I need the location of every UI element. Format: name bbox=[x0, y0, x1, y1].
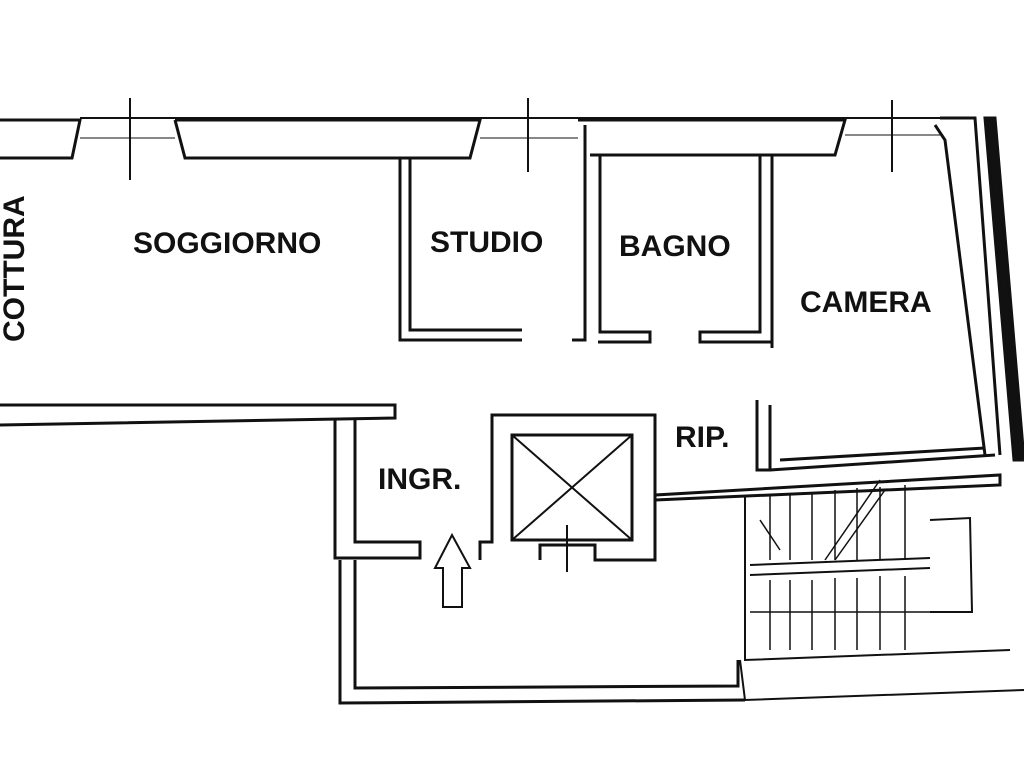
right-wall bbox=[769, 116, 1024, 472]
room-label-cottura: COTTURA bbox=[0, 195, 31, 342]
bagno-walls bbox=[572, 125, 774, 348]
landing-outline bbox=[338, 560, 746, 705]
room-label-ripostiglio: RIP. bbox=[675, 421, 730, 454]
room-label-bagno: BAGNO bbox=[619, 230, 731, 263]
corridor-wall bbox=[0, 403, 422, 560]
top-wall bbox=[0, 98, 940, 180]
studio-walls bbox=[398, 158, 522, 342]
room-label-soggiorno: SOGGIORNO bbox=[133, 227, 322, 260]
elevator bbox=[478, 413, 657, 572]
entrance-arrow-icon bbox=[433, 532, 472, 608]
room-label-camera: CAMERA bbox=[800, 286, 932, 319]
room-label-studio: STUDIO bbox=[430, 226, 544, 259]
stairs bbox=[739, 479, 1024, 702]
room-label-ingresso: INGR. bbox=[378, 463, 462, 496]
